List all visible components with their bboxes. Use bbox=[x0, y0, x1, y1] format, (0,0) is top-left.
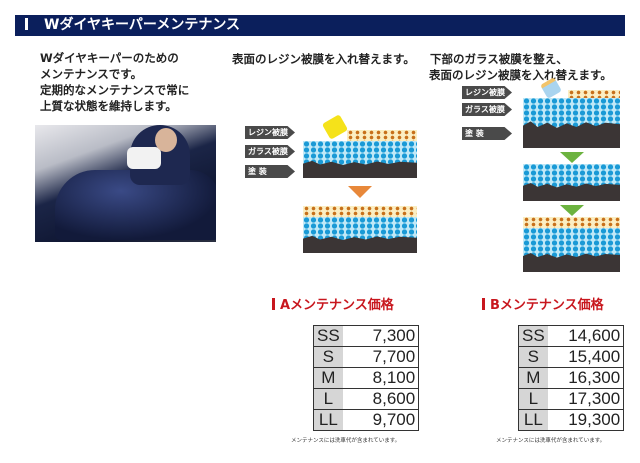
size: L bbox=[313, 388, 343, 410]
price: 14,600 bbox=[547, 325, 624, 347]
size: SS bbox=[313, 325, 343, 347]
size: M bbox=[518, 367, 548, 389]
desc-line: 表面のレジン被膜を入れ替えます。 bbox=[429, 68, 612, 82]
applicator-icon bbox=[321, 114, 349, 140]
size: S bbox=[313, 346, 343, 368]
label-glass: ガラス被膜 bbox=[462, 103, 512, 116]
label-paint: 塗 装 bbox=[245, 165, 295, 178]
size: M bbox=[313, 367, 343, 389]
size: L bbox=[518, 388, 548, 410]
size: LL bbox=[518, 409, 548, 431]
title-text: Aメンテナンス価格 bbox=[280, 298, 394, 313]
label-paint: 塗 装 bbox=[462, 127, 512, 140]
header-title: Wダイヤキーパーメンテナンス bbox=[44, 17, 241, 33]
diagram-before-b bbox=[523, 77, 620, 148]
plan-b-description: 下部のガラス被膜を整え、 表面のレジン被膜を入れ替えます。 bbox=[429, 51, 612, 83]
size: SS bbox=[518, 325, 548, 347]
arrow-down-icon bbox=[560, 152, 584, 163]
price: 16,300 bbox=[547, 367, 624, 389]
price: 8,100 bbox=[342, 367, 419, 389]
price: 15,400 bbox=[547, 346, 624, 368]
label-glass: ガラス被膜 bbox=[245, 145, 295, 158]
size: LL bbox=[313, 409, 343, 431]
arrow-down-icon bbox=[348, 186, 372, 198]
price: 9,700 bbox=[342, 409, 419, 431]
plan-b-price-title: Bメンテナンス価格 bbox=[482, 294, 604, 313]
label-resin: レジン被膜 bbox=[245, 126, 295, 139]
intro-line: 定期的なメンテナンスで常に bbox=[40, 83, 190, 97]
intro-line: メンテナンスです。 bbox=[40, 67, 143, 81]
plan-a-price-title: Aメンテナンス価格 bbox=[272, 294, 394, 313]
plan-a-description: 表面のレジン被膜を入れ替えます。 bbox=[232, 52, 415, 66]
plan-b-note: メンテナンスには洗車代が含まれています。 bbox=[496, 438, 606, 444]
intro-line: 上質な状態を維持します。 bbox=[40, 99, 177, 113]
header-marker bbox=[25, 18, 28, 30]
size: S bbox=[518, 346, 548, 368]
diagram-middle-b bbox=[523, 164, 620, 201]
car-maintenance-photo bbox=[35, 125, 216, 242]
diagram-before-a bbox=[303, 114, 417, 178]
arrow-down-icon bbox=[560, 205, 584, 216]
price: 19,300 bbox=[547, 409, 624, 431]
desc-line: 下部のガラス被膜を整え、 bbox=[430, 52, 568, 66]
section-header: Wダイヤキーパーメンテナンス bbox=[15, 15, 625, 36]
label-resin: レジン被膜 bbox=[462, 86, 512, 99]
price: 7,700 bbox=[342, 346, 419, 368]
diagram-after-a bbox=[303, 206, 417, 253]
intro-line: Wダイヤキーパーのための bbox=[40, 51, 179, 65]
diagram-after-b bbox=[523, 217, 620, 272]
plan-a-note: メンテナンスには洗車代が含まれています。 bbox=[291, 438, 401, 444]
price: 8,600 bbox=[342, 388, 419, 410]
intro-text: Wダイヤキーパーのための メンテナンスです。 定期的なメンテナンスで常に 上質な… bbox=[40, 50, 189, 114]
title-text: Bメンテナンス価格 bbox=[490, 298, 604, 313]
price: 17,300 bbox=[547, 388, 624, 410]
price: 7,300 bbox=[342, 325, 419, 347]
